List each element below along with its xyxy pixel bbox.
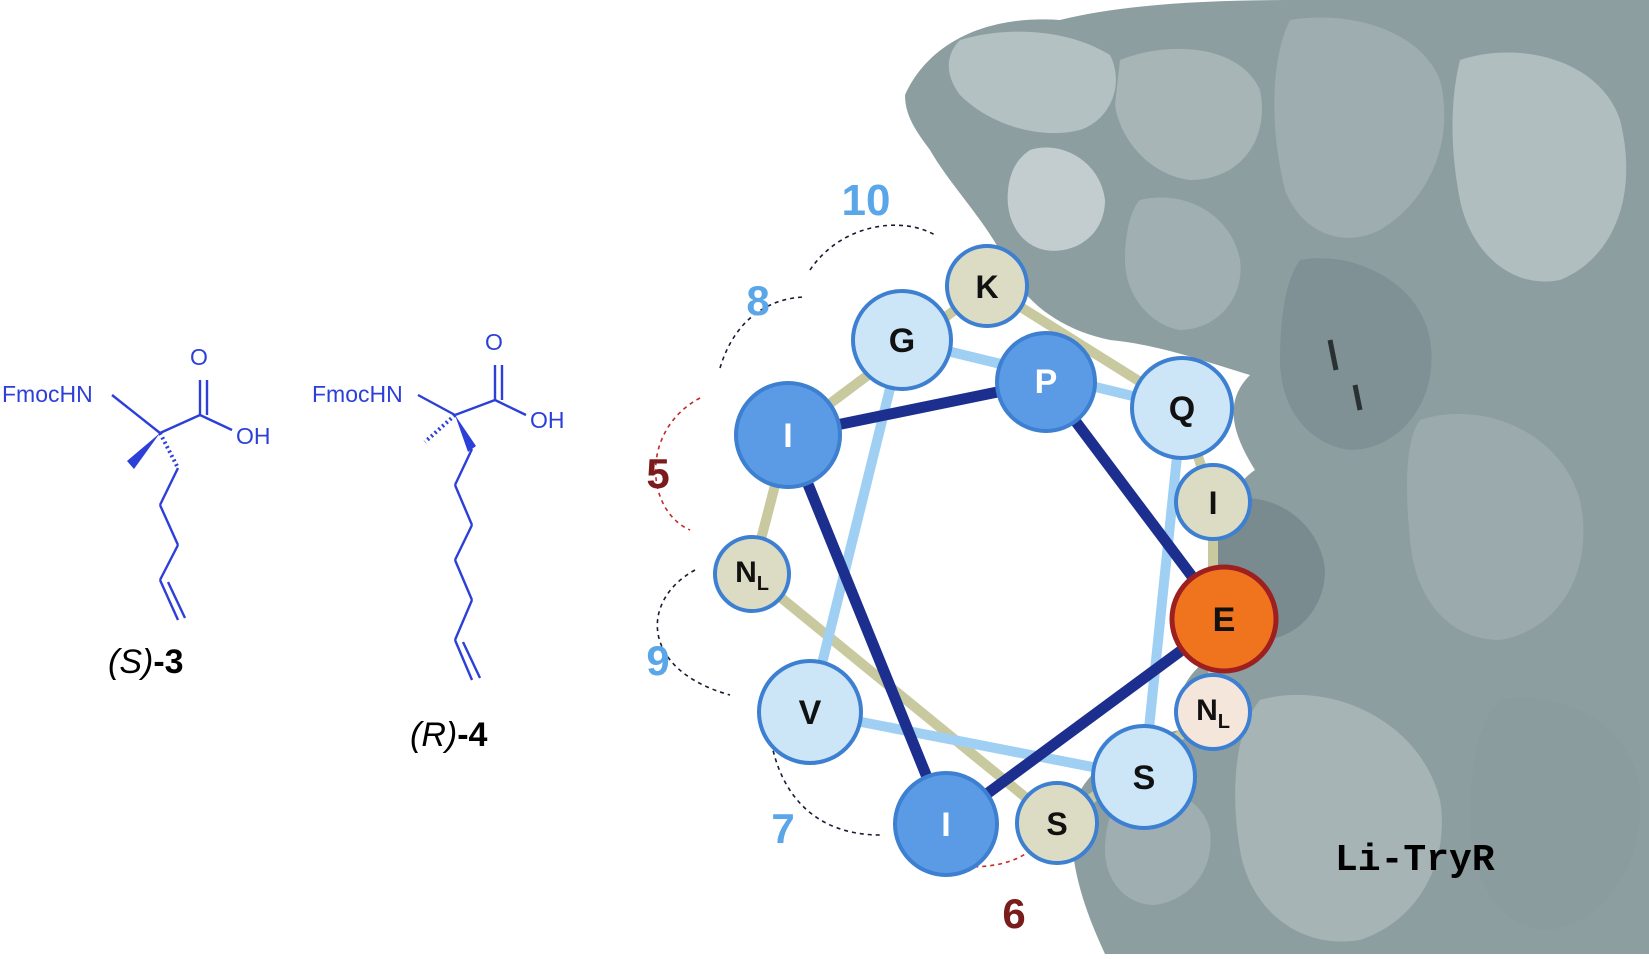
residue-letter: I [941, 806, 950, 844]
hydroxyl-label: OH [236, 423, 271, 449]
bond [453, 559, 474, 601]
residue-disc [713, 535, 791, 613]
residue-circle: I [734, 381, 842, 489]
bond [453, 599, 474, 641]
bond [166, 581, 187, 619]
wedge-bond [127, 433, 160, 469]
oxygen-label: O [190, 344, 208, 370]
bond [453, 639, 474, 681]
bond [453, 484, 474, 526]
stereo-prefix: (S) [108, 643, 153, 681]
bond [199, 413, 233, 432]
residue-circle: K [945, 244, 1029, 328]
residue-letter: NL [1196, 694, 1230, 733]
bond [158, 504, 180, 546]
bond [158, 467, 180, 506]
bond [158, 579, 180, 621]
wheel-connector-line [805, 335, 907, 717]
residue-circle: E [1169, 564, 1279, 674]
residue-letter: I [1209, 485, 1218, 521]
residue-letter: G [889, 322, 915, 360]
wheel-connector-line [1139, 403, 1187, 782]
residue-letter: S [1133, 759, 1156, 797]
protein-label: Li-TryR [1335, 839, 1495, 882]
bond [417, 393, 456, 417]
residue-disc [1174, 673, 1252, 751]
residue-disc [893, 771, 999, 877]
residue-letter: K [975, 269, 998, 305]
residue-circle: NL [1174, 673, 1252, 751]
hash-bond [423, 413, 457, 444]
residue-letter: S [1046, 806, 1067, 842]
residue-disc [1169, 564, 1279, 674]
hash-bond [158, 432, 180, 469]
staple-arc [719, 296, 806, 369]
hydroxyl-label: OH [530, 407, 565, 433]
position-label: 6 [1002, 890, 1025, 937]
protein-surface [905, 0, 1649, 954]
residue-circle: S [1091, 724, 1197, 830]
position-label: 5 [646, 450, 669, 497]
residue-disc [1130, 356, 1234, 460]
bond [159, 413, 201, 435]
wheel-connector-line [805, 707, 1149, 782]
bond [158, 544, 180, 581]
position-label: 10 [842, 176, 891, 225]
residue-circle: G [851, 289, 953, 391]
fmoc-label: FmocHN [2, 381, 93, 407]
residue-letter: E [1213, 601, 1236, 639]
compound-name-r4: (R)-4 [410, 716, 488, 754]
wheel-connector-line [940, 613, 1230, 830]
residue-circle: S [1015, 781, 1099, 865]
bond [453, 524, 474, 561]
residue-circle: NL [713, 535, 791, 613]
helical-wheel: P Q I E NL S S I [646, 176, 1279, 937]
residue-disc [1091, 724, 1197, 830]
staple-arc [809, 224, 936, 271]
wheel-lines-light [805, 335, 1187, 782]
oxygen-label: O [485, 329, 503, 355]
residue-disc [995, 331, 1097, 433]
bond [453, 448, 474, 486]
residue-disc [1174, 463, 1252, 541]
residue-letter: P [1035, 363, 1058, 401]
wheel-connector-line [782, 429, 952, 830]
residue-circle: V [757, 659, 863, 765]
stereo-prefix: (R) [410, 716, 457, 754]
fmoc-label: FmocHN [312, 381, 403, 407]
staple-arc [654, 397, 701, 531]
compound-number: -3 [153, 643, 183, 681]
residue-disc [734, 381, 842, 489]
molecule-r4 [417, 365, 527, 681]
residue-letter: V [799, 694, 822, 732]
residue-circle: I [1174, 463, 1252, 541]
residue-disc [851, 289, 953, 391]
position-label: 7 [771, 805, 794, 852]
residue-circle: I [893, 771, 999, 877]
bond [461, 641, 482, 679]
wedge-bond [455, 415, 476, 452]
staple-arc [656, 569, 731, 696]
bond [454, 398, 496, 417]
position-label: 8 [746, 277, 769, 324]
residue-circle: Q [1130, 356, 1234, 460]
residue-circle: P [995, 331, 1097, 433]
compound-number: -4 [457, 716, 487, 754]
residue-disc [1015, 781, 1099, 865]
residue-letter: I [783, 417, 792, 455]
residue-letter: Q [1169, 390, 1195, 428]
residue-disc [757, 659, 863, 765]
residue-letter: NL [735, 556, 769, 595]
compound-name-s3: (S)-3 [108, 643, 184, 681]
bond [494, 398, 527, 417]
residue-disc [945, 244, 1029, 328]
bond [111, 394, 161, 434]
molecule-s3 [111, 380, 233, 621]
position-label: 9 [646, 637, 669, 684]
